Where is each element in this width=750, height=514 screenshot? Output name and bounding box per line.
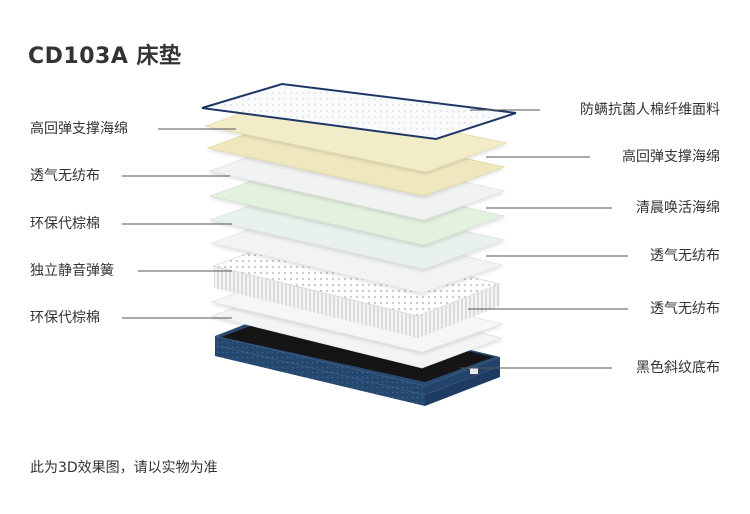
label-right-hr-foam: 高回弹支撑海绵 xyxy=(622,149,720,165)
page-title: CD103A 床垫 xyxy=(28,44,182,69)
label-right-nonwoven-1: 透气无纺布 xyxy=(650,248,720,264)
label-right-fresh-foam: 清晨唤活海绵 xyxy=(636,200,720,216)
label-right-nonwoven-2: 透气无纺布 xyxy=(650,301,720,317)
label-left-pocket-springs: 独立静音弹簧 xyxy=(30,263,114,279)
label-left-hr-foam: 高回弹支撑海绵 xyxy=(30,121,128,137)
label-left-palm-lower: 环保代棕棉 xyxy=(30,310,100,326)
label-right-fabric: 防螨抗菌人棉纤维面料 xyxy=(580,102,720,118)
footnote-disclaimer: 此为3D效果图，请以实物为准 xyxy=(30,460,218,476)
leader-lines-left xyxy=(122,128,236,319)
label-left-nonwoven: 透气无纺布 xyxy=(30,168,100,184)
label-left-palm-upper: 环保代棕棉 xyxy=(30,216,100,232)
leader-lines-right xyxy=(460,109,628,369)
label-right-base: 黑色斜纹底布 xyxy=(636,360,720,376)
layer-top-fabric xyxy=(201,82,517,141)
